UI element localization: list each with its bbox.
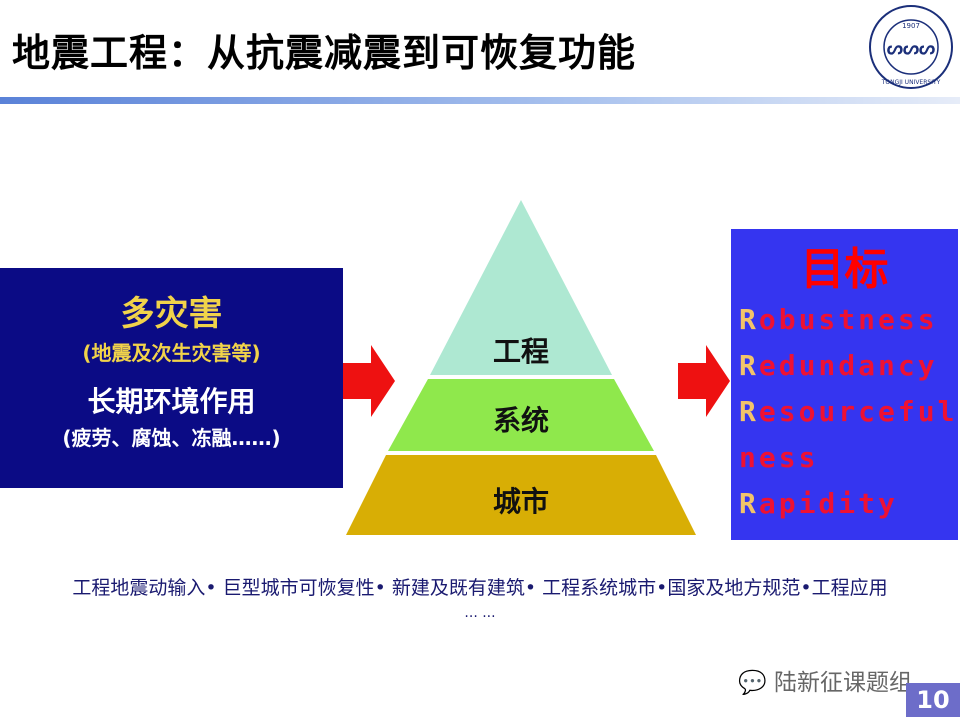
goal-item: Resourceful (739, 395, 958, 428)
goal-item: ness (739, 441, 819, 474)
pyramid-diagram (346, 200, 696, 535)
tongji-university-logo: ᔕᔕᔕ 1907 TONGJI UNIVERSITY (869, 5, 953, 89)
environment-heading: 长期环境作用 (87, 385, 256, 418)
pyramid-label-engineering: 工程 (492, 335, 549, 368)
svg-text:ᔕᔕᔕ: ᔕᔕᔕ (887, 38, 935, 59)
goals-box: 目标 Robustness Redundancy Resourceful nes… (731, 229, 958, 540)
pyramid-label-city: 城市 (492, 485, 549, 518)
hazards-box: 多灾害 (地震及次生灾害等) 长期环境作用 (疲劳、腐蚀、冻融……) (0, 268, 343, 488)
goal-item: Rapidity (739, 487, 898, 520)
right-arrow-icon (343, 345, 395, 417)
goals-heading: 目标 (800, 244, 889, 295)
watermark: 💬 陆新征课题组 (738, 670, 912, 696)
wechat-icon: 💬 (738, 670, 767, 696)
page-number: 10 (906, 683, 960, 717)
hazards-heading: 多灾害 (120, 294, 223, 334)
goal-item: Redundancy (739, 349, 938, 382)
goal-item: Robustness (739, 303, 938, 336)
pyramid-base-level (346, 455, 696, 535)
environment-note: (疲劳、腐蚀、冻融……) (62, 426, 281, 450)
ellipsis: ... ... (464, 605, 496, 621)
pyramid-middle-level (388, 379, 654, 451)
title-divider (0, 97, 960, 104)
right-arrow-icon (678, 345, 730, 417)
pyramid-top-level (430, 200, 612, 375)
slide-title: 地震工程：从抗震减震到可恢复功能 (12, 31, 637, 75)
pyramid-label-system: 系统 (492, 404, 549, 437)
svg-text:TONGJI UNIVERSITY: TONGJI UNIVERSITY (881, 79, 941, 86)
svg-text:1907: 1907 (902, 22, 920, 30)
hazards-note: (地震及次生灾害等) (82, 341, 261, 365)
topics-line: 工程地震动输入• 巨型城市可恢复性• 新建及既有建筑• 工程系统城市•国家及地方… (72, 577, 888, 599)
